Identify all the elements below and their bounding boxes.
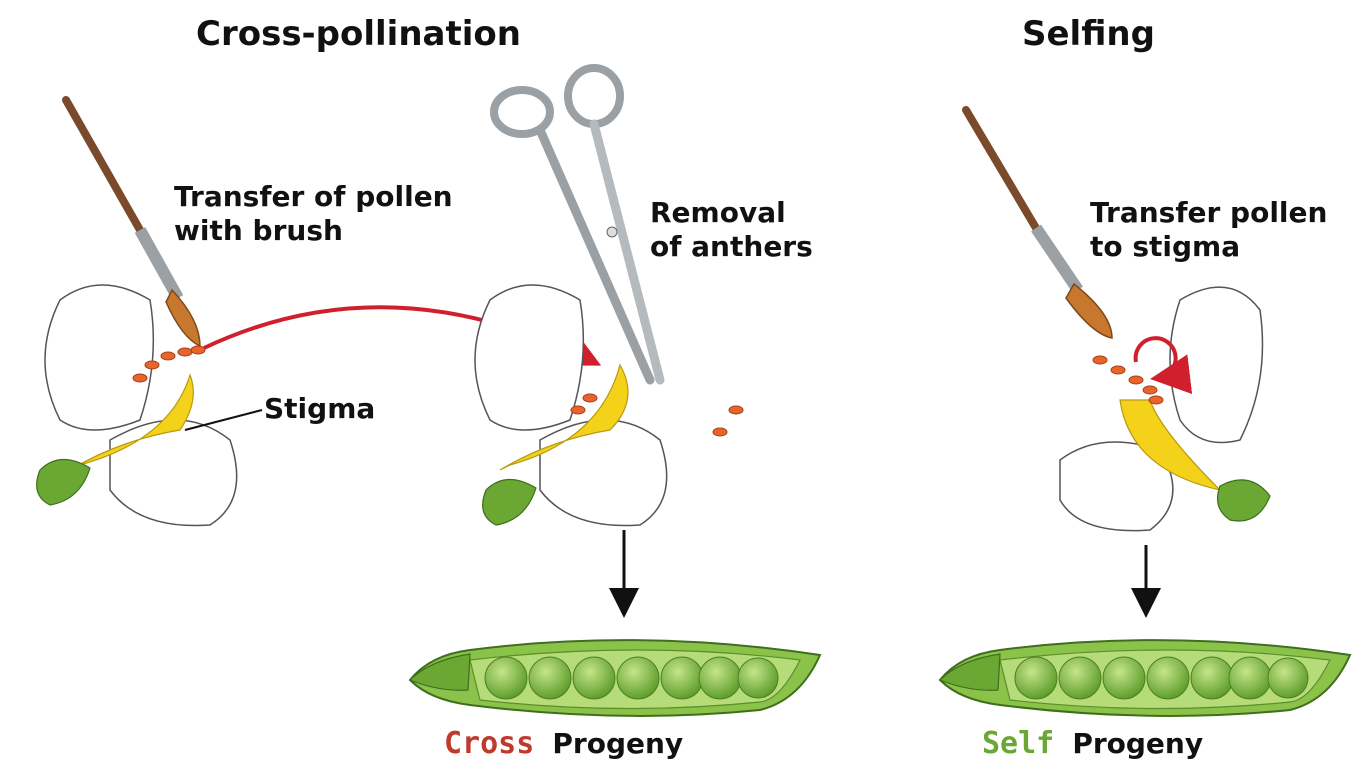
self-progeny-word: Progeny xyxy=(1072,727,1204,760)
cross-progeny-caption: Cross Progeny xyxy=(444,726,683,761)
brush-transfer-label: Transfer of pollen with brush xyxy=(174,180,453,248)
self-transfer-label: Transfer pollen to stigma xyxy=(1090,196,1327,264)
removal-line-2: of anthers xyxy=(650,230,813,263)
cross-progeny-word: Progeny xyxy=(552,727,684,760)
stigma-label: Stigma xyxy=(264,392,376,425)
removal-line-1: Removal xyxy=(650,196,786,229)
self-transfer-line-2: to stigma xyxy=(1090,230,1241,263)
cross-prefix: Cross xyxy=(444,726,535,761)
pea-pod-cross xyxy=(408,639,822,717)
scissors-icon xyxy=(490,64,665,385)
cross-pollination-title: Cross-pollination xyxy=(196,14,521,54)
flower-right xyxy=(1059,286,1271,532)
brush-transfer-line-1: Transfer of pollen xyxy=(174,180,453,213)
self-prefix: Self xyxy=(982,726,1055,761)
flower-middle xyxy=(474,284,744,527)
self-loop-arrow xyxy=(1133,336,1193,394)
brush-transfer-line-2: with brush xyxy=(174,214,343,247)
selfing-title: Selfing xyxy=(1022,14,1155,54)
pea-pod-self xyxy=(938,639,1352,717)
paintbrush-icon-left xyxy=(62,96,201,348)
self-progeny-caption: Self Progeny xyxy=(982,726,1203,761)
paintbrush-icon-right xyxy=(962,106,1113,339)
flower-left xyxy=(36,284,263,527)
self-transfer-line-1: Transfer pollen xyxy=(1090,196,1328,229)
removal-label: Removal of anthers xyxy=(650,196,813,264)
